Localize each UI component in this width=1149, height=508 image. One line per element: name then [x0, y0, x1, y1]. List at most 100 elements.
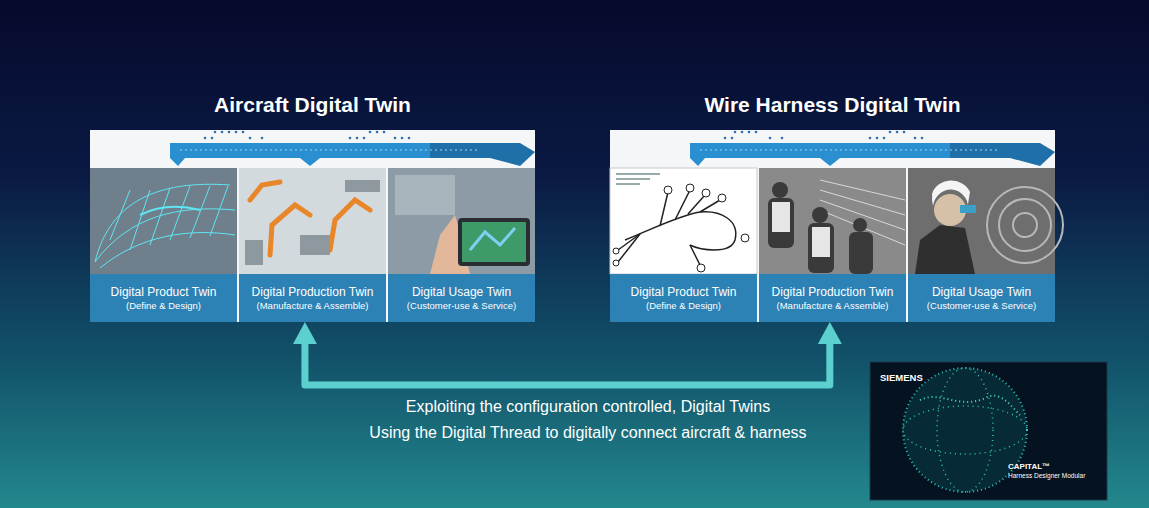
dots	[369, 131, 372, 134]
caption-line: Exploiting the configuration controlled,…	[150, 398, 1026, 416]
workers	[808, 223, 834, 273]
shirts	[772, 202, 830, 257]
dots	[921, 137, 924, 140]
tile-title: Digital Product Twin	[111, 285, 217, 300]
left-panel-art	[90, 130, 535, 322]
drawing-notes	[616, 173, 660, 175]
dots	[349, 137, 352, 140]
thumbnail-ground	[870, 362, 1107, 500]
dots	[408, 137, 411, 140]
harness	[618, 190, 736, 265]
tile-title: Digital Usage Twin	[932, 285, 1031, 300]
wireframe	[210, 186, 228, 236]
tile-title: Digital Production Twin	[772, 285, 894, 300]
caption-band: Digital Usage Twin(Customer-use & Servic…	[388, 274, 535, 322]
wireframe	[95, 209, 235, 262]
dots	[869, 137, 872, 140]
tile-subtitle: (Define & Design)	[126, 300, 201, 312]
caption-band: Digital Product Twin(Define & Design)	[90, 274, 237, 322]
dots	[261, 137, 264, 140]
harness-boards	[820, 190, 905, 215]
dots	[734, 131, 737, 134]
dots	[748, 131, 751, 134]
harness	[700, 200, 720, 212]
harness	[660, 192, 668, 226]
wireframe	[100, 233, 235, 268]
caption-line: Using the Digital Thread to digitally co…	[150, 424, 1026, 442]
workers	[768, 182, 873, 274]
caption-band: Digital Usage Twin(Customer-use & Servic…	[908, 274, 1055, 322]
harness	[625, 212, 736, 250]
engine	[999, 199, 1051, 251]
tile-subtitle: (Define & Design)	[646, 300, 721, 312]
wireframe	[140, 207, 200, 215]
connectors	[702, 189, 710, 197]
brand-name: SIEMENS	[880, 372, 923, 383]
bar-arrow	[820, 158, 840, 166]
engine	[1013, 213, 1037, 237]
connectors	[613, 260, 619, 266]
dots	[356, 137, 359, 140]
workers	[812, 207, 828, 223]
dots	[228, 131, 231, 134]
twin-panel: Wire Harness Digital TwinDigital Product…	[610, 130, 1055, 322]
wireframe	[95, 184, 230, 262]
caption-band: Digital Production Twin(Manufacture & As…	[759, 274, 906, 322]
dots	[363, 137, 366, 140]
helmet	[932, 181, 970, 206]
connectors	[741, 234, 749, 242]
wireframe	[150, 188, 170, 245]
dots	[394, 137, 397, 140]
engine	[987, 187, 1063, 263]
bar-end	[430, 143, 535, 166]
drawing-notes	[616, 174, 660, 184]
right-panel-art	[610, 130, 1063, 322]
twin-panel: Aircraft Digital TwinDigital Product Twi…	[90, 130, 535, 322]
product-name: CAPITAL™	[1008, 462, 1050, 471]
harness-boards	[820, 180, 905, 200]
machines	[300, 235, 330, 255]
workers	[853, 218, 867, 232]
panel-heading: Wire Harness Digital Twin	[610, 93, 1055, 117]
bar-arrow	[170, 143, 185, 166]
dots	[741, 131, 744, 134]
robots	[250, 182, 370, 255]
wireframe	[170, 186, 190, 240]
screen-shape	[470, 228, 515, 250]
twin-tile: Digital Production Twin(Manufacture & As…	[239, 168, 386, 322]
machines	[345, 180, 380, 192]
dots	[755, 131, 758, 134]
dots	[211, 137, 214, 140]
photo	[239, 168, 386, 274]
dots	[724, 137, 727, 140]
bar-dots	[180, 150, 480, 151]
dots	[242, 131, 245, 134]
dots	[914, 137, 917, 140]
dots	[204, 131, 411, 140]
wireframe	[130, 190, 150, 250]
dots	[214, 131, 217, 134]
shirts	[812, 227, 830, 257]
dots	[769, 137, 772, 140]
connectors	[613, 184, 749, 272]
dots	[889, 131, 892, 134]
bar-arrow	[300, 158, 320, 166]
dots	[781, 137, 784, 140]
tile-title: Digital Production Twin	[252, 285, 374, 300]
twin-tile: Digital Usage Twin(Customer-use & Servic…	[908, 168, 1055, 322]
photo	[90, 168, 237, 274]
globe-dots	[937, 368, 993, 492]
drawing	[610, 168, 757, 274]
workers	[772, 182, 788, 198]
digital-thread-arrow	[305, 340, 830, 385]
connectors	[686, 184, 694, 192]
product-thumbnail	[870, 362, 1107, 500]
dots	[235, 131, 238, 134]
dots	[903, 131, 906, 134]
tile-subtitle: (Customer-use & Service)	[407, 300, 516, 312]
panel-ground	[610, 130, 1055, 322]
wireframe	[110, 190, 130, 240]
dots	[883, 137, 886, 140]
product-splash: SIEMENSCAPITAL™Harness Designer Modular	[870, 362, 1107, 500]
robots	[250, 182, 280, 200]
